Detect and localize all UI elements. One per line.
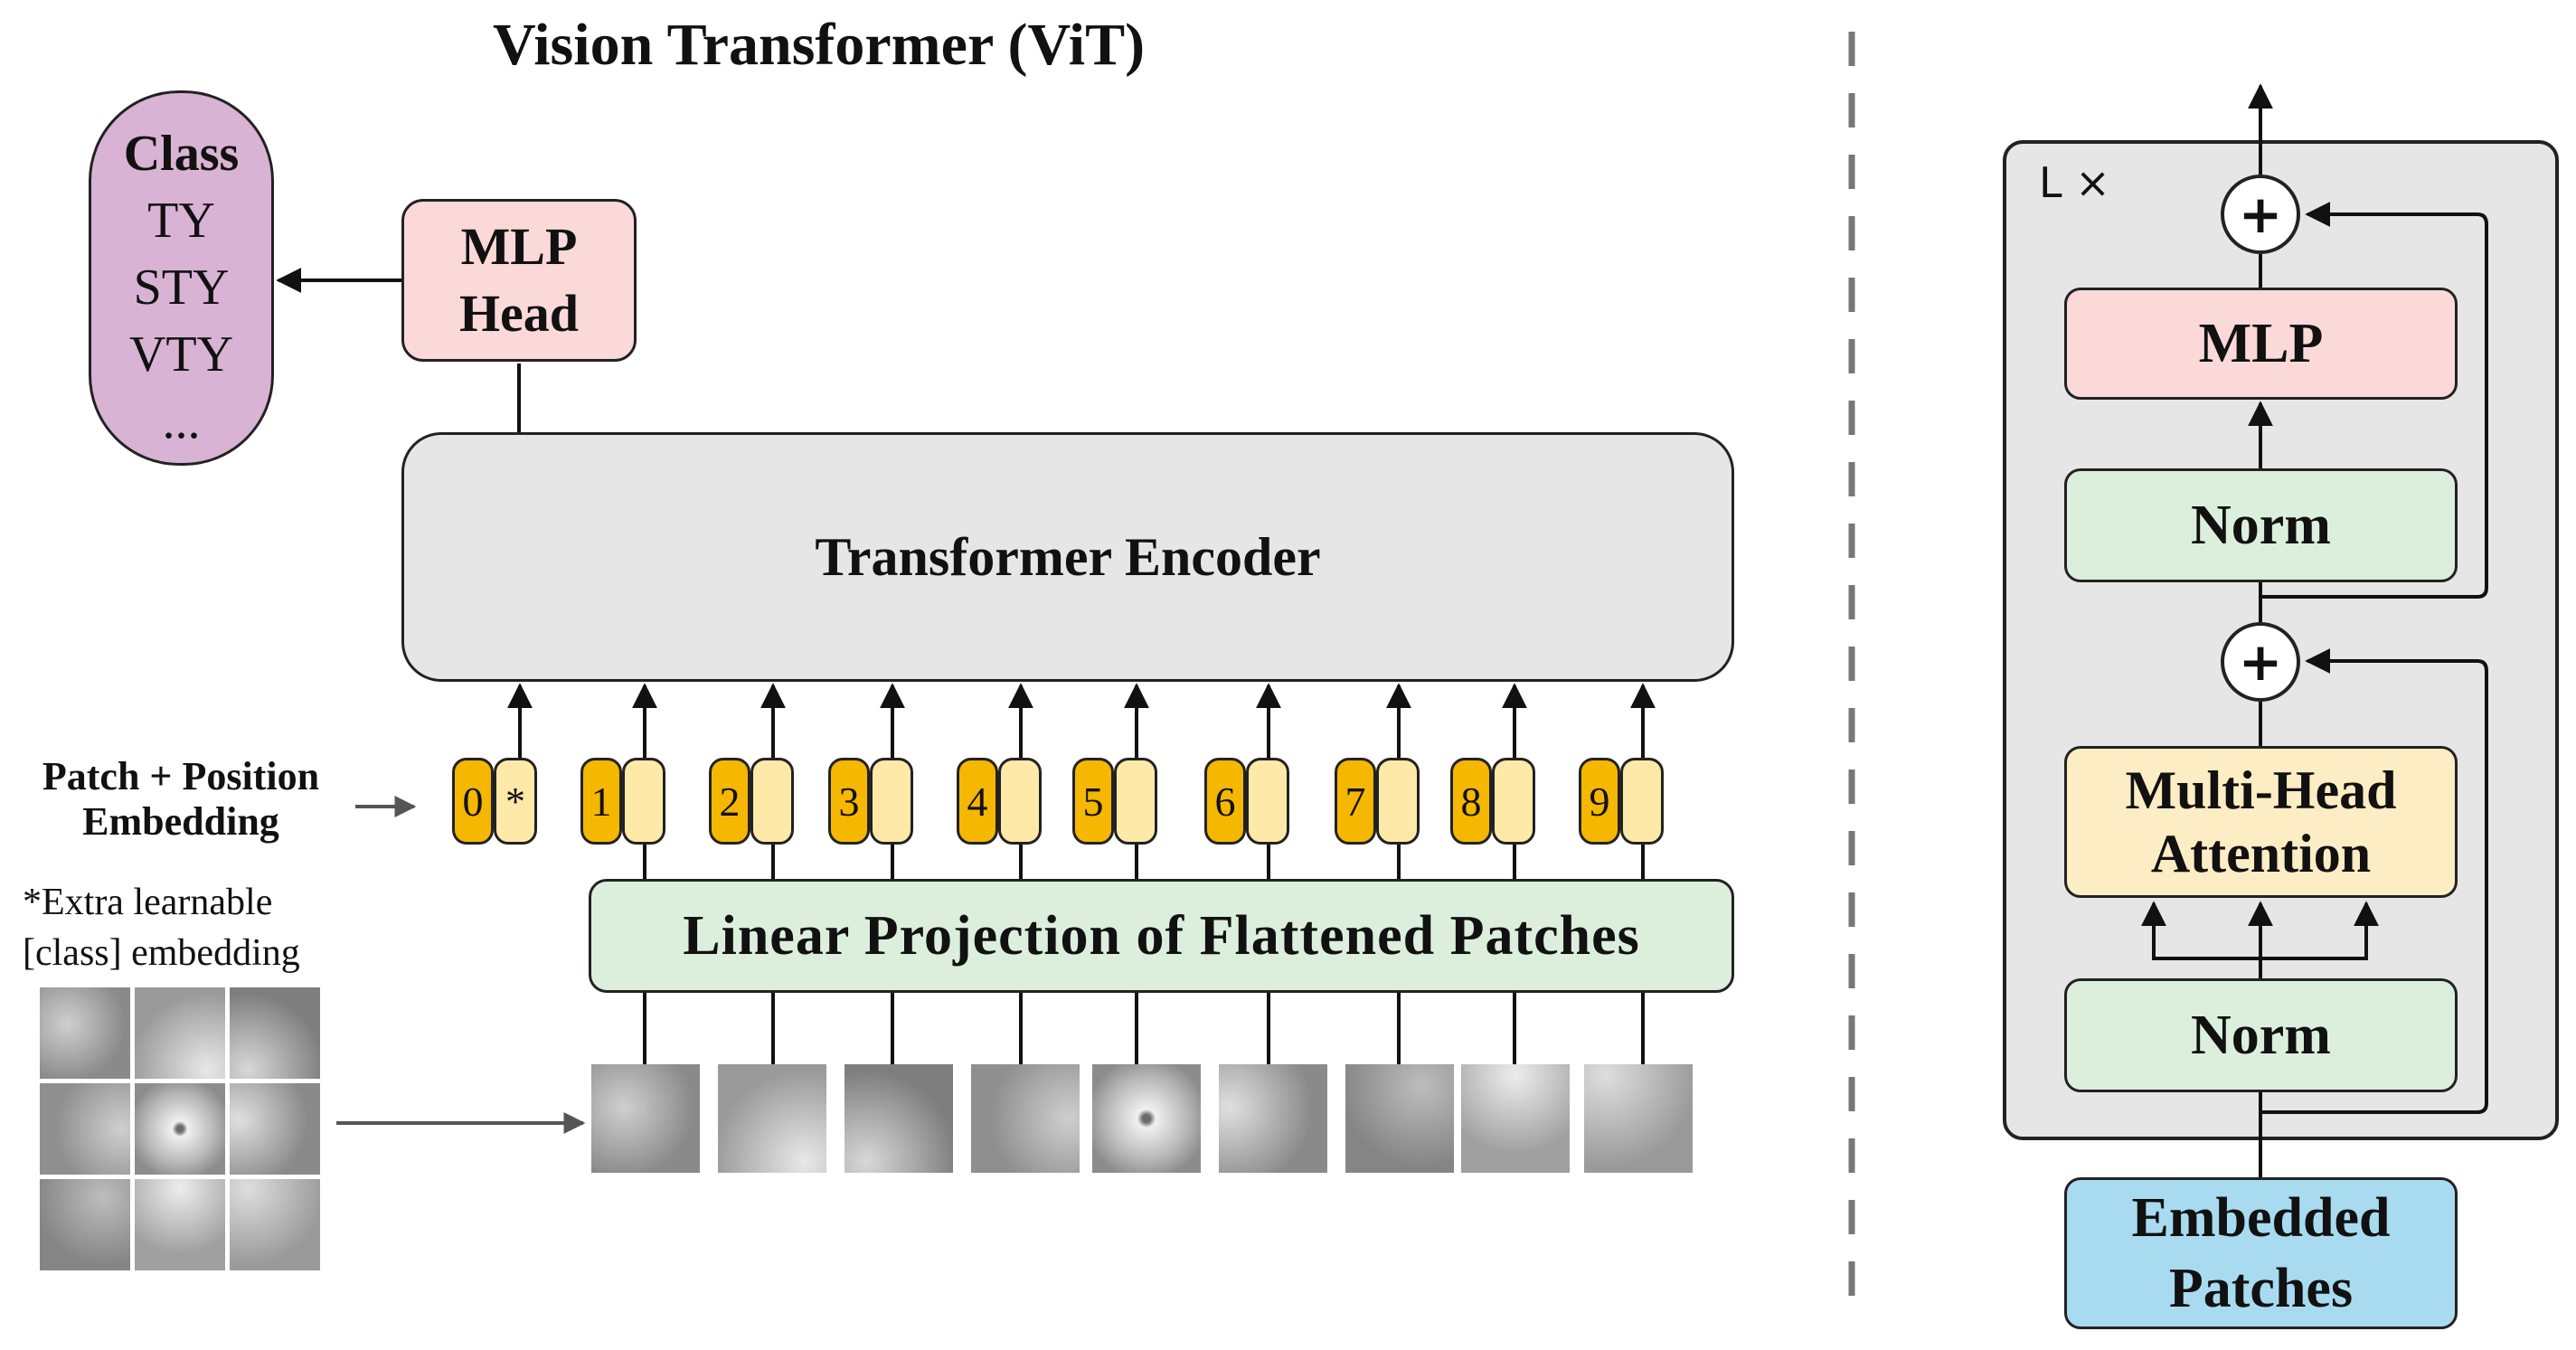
linear-projection-label: Linear Projection of Flattened Patches [683,904,1640,967]
token-embedding-7 [1376,758,1420,845]
transformer-encoder-label: Transformer Encoder [815,526,1321,587]
grid-patch-3 [230,987,320,1079]
mlp-head-line2: Head [458,284,580,343]
patch-image-5 [1092,1064,1201,1173]
token-position-7: 7 [1335,758,1376,845]
embedded-line1: Embedded [2131,1187,2391,1249]
token-position-2: 2 [709,758,750,845]
grid-patch-5 [135,1083,225,1175]
class-item-ty: TY [147,193,215,249]
extra-note-line1: *Extra learnable [23,882,273,923]
embedded-line2: Patches [2168,1258,2354,1319]
source-image-grid [40,987,320,1272]
token-embedding-1 [622,758,665,845]
block-norm-bottom-box: Norm [2064,978,2458,1092]
mlp-head-line1: MLP [460,217,578,276]
token-position-0: 0 [452,758,494,845]
transformer-encoder-box: Transformer Encoder [401,432,1734,682]
patch-image-3 [845,1064,953,1173]
token-position-9: 9 [1579,758,1620,845]
class-item-ellipsis: ... [162,393,201,449]
grid-patch-9 [230,1179,320,1270]
class-title: Class [123,126,240,182]
repeat-label: L × [2039,158,2110,207]
extra-note-line2: [class] embedding [23,932,300,974]
embedded-patches-box: Embedded Patches [2064,1177,2458,1329]
extra-embedding-note: *Extra learnable [class] embedding [23,877,384,978]
class-item-sty: STY [133,260,230,316]
patch-image-8 [1461,1064,1570,1173]
block-mlp-box: MLP [2064,288,2458,400]
patch-image-1 [591,1064,700,1173]
token-embedding-8 [1492,758,1535,845]
token-position-4: 4 [957,758,998,845]
token-embedding-6 [1246,758,1289,845]
block-norm-top-box: Norm [2064,468,2458,582]
block-norm-bottom-label: Norm [2191,1004,2331,1066]
token-position-8: 8 [1450,758,1492,845]
mha-line1: Multi-Head [2125,760,2397,820]
grid-patch-8 [135,1179,225,1270]
linear-projection-box: Linear Projection of Flattened Patches [589,879,1734,993]
token-embedding-3 [870,758,913,845]
residual-add-bottom: + [2221,622,2300,702]
token-position-3: 3 [828,758,870,845]
token-embedding-2 [750,758,794,845]
patch-image-6 [1219,1064,1327,1173]
mlp-head-box: MLP Head [401,199,637,362]
block-norm-top-label: Norm [2191,494,2331,556]
patch-image-7 [1345,1064,1454,1173]
patch-position-embedding-label: Patch + Position Embedding [9,754,353,845]
grid-patch-6 [230,1083,320,1175]
multi-head-attention-box: Multi-Head Attention [2064,746,2458,898]
patch-position-line2: Embedding [82,799,279,844]
class-output-box: Class TY STY VTY ... [89,90,274,466]
token-position-6: 6 [1204,758,1246,845]
token-embedding-5 [1114,758,1157,845]
token-embedding-9 [1620,758,1664,845]
mha-line2: Attention [2150,824,2372,883]
class-item-vty: VTY [128,326,234,382]
grid-patch-1 [40,987,130,1079]
token-position-1: 1 [580,758,622,845]
token-position-5: 5 [1072,758,1114,845]
diagram-title: Vision Transformer (ViT) [493,12,1146,78]
block-mlp-label: MLP [2198,312,2324,374]
patch-image-9 [1584,1064,1693,1173]
token-embedding-4 [998,758,1042,845]
patch-image-2 [718,1064,826,1173]
patch-position-line1: Patch + Position [42,754,320,798]
patch-image-4 [971,1064,1080,1173]
grid-patch-2 [135,987,225,1079]
grid-patch-4 [40,1083,130,1175]
residual-add-top: + [2221,175,2300,254]
grid-patch-7 [40,1179,130,1270]
token-embedding-0: * [494,758,537,845]
